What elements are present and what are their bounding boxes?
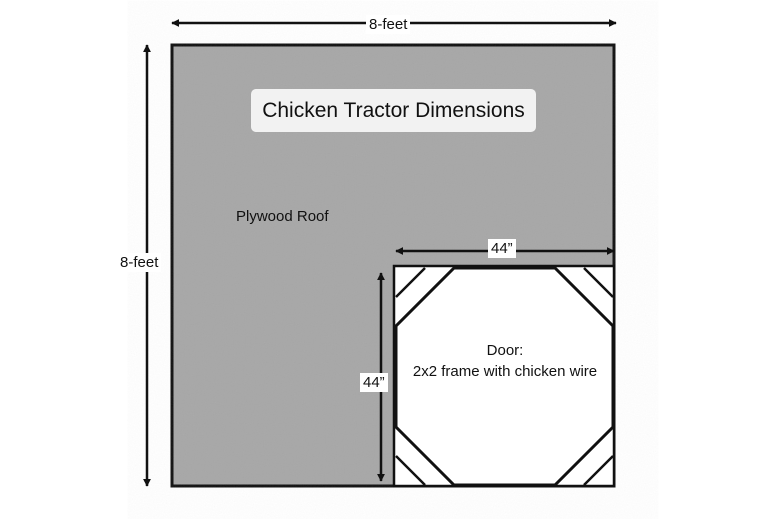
door-brace-tl [395,267,426,298]
roof-height-label: 8-feet [117,253,162,272]
door-label: Door: 2x2 frame with chicken wire [395,340,615,382]
door-label-line2: 2x2 frame with chicken wire [412,363,598,380]
diagram-title: Chicken Tractor Dimensions [251,89,536,132]
door-inner-octagon [394,266,615,487]
door-brace-tr [583,267,614,298]
door-brace-bl [395,455,426,486]
door-height-label: 44” [360,373,388,392]
roof-width-label: 8-feet [366,15,411,34]
door-label-line1: Door: [486,342,524,359]
door-brace-br [583,455,614,486]
roof-label: Plywood Roof [236,208,329,225]
door-width-label: 44” [488,239,516,258]
